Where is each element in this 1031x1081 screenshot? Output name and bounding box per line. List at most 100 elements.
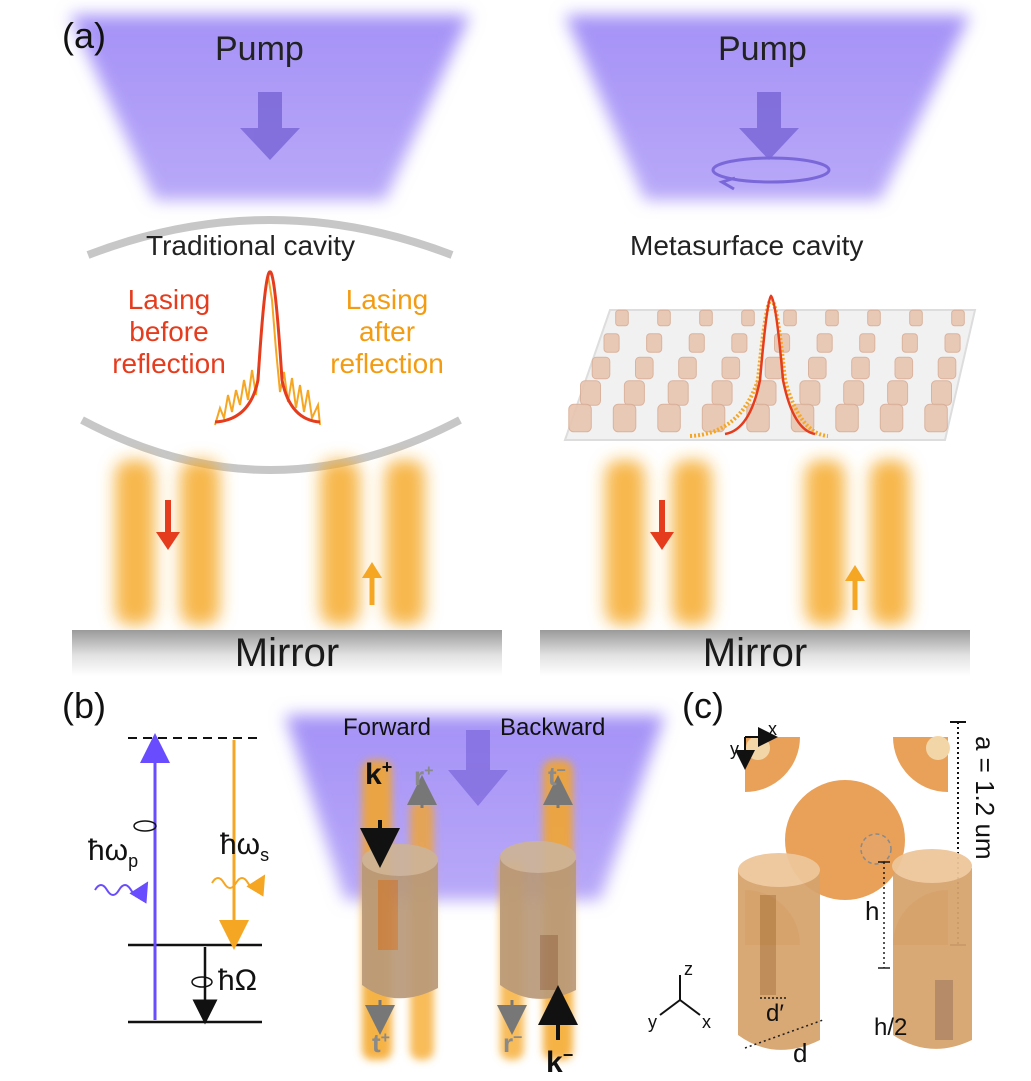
meta-atom-3d-right	[878, 849, 972, 1049]
metasurface-pillar	[731, 333, 748, 353]
lens-top	[86, 216, 454, 259]
metasurface-pillar	[721, 356, 741, 380]
metasurface-pillar	[657, 309, 671, 327]
lens-bottom	[80, 416, 462, 474]
metasurface-pillar	[615, 309, 629, 327]
metasurface-pillar	[688, 333, 705, 353]
panel-label-a: (a)	[62, 15, 106, 56]
metasurface-pillar	[701, 403, 726, 433]
metasurface-pillar	[867, 309, 881, 327]
d-prime-label: d′	[766, 1000, 784, 1027]
stokes-energy-label: ħωs	[220, 828, 270, 865]
axis-z-label: z	[684, 959, 693, 979]
mirror-left: Mirror	[72, 630, 502, 676]
t-plus-label: t+	[372, 1028, 391, 1058]
metasurface-pillar	[879, 403, 904, 433]
pump-spin-icon	[133, 820, 157, 832]
beams-right	[605, 460, 910, 625]
arrow-down-red-right-icon	[650, 500, 674, 550]
metasurface-pillar	[944, 333, 961, 353]
spectrum-right-red	[724, 294, 816, 436]
pump-wave-icon	[94, 881, 149, 904]
spectrum-right-orange	[689, 297, 829, 438]
lasing-before-label: Lasing before reflection	[112, 284, 226, 380]
spectrum-clean	[214, 270, 321, 424]
metasurface-pillar	[835, 403, 859, 433]
pump-label-right: Pump	[718, 30, 807, 68]
metasurface-pillar	[901, 333, 918, 353]
axis-y-label: y	[730, 739, 739, 759]
r-plus-label: r+	[414, 761, 434, 791]
meta-atom-forward	[362, 844, 438, 999]
axis-x-label: x	[768, 719, 777, 739]
metasurface-pillar	[825, 309, 839, 327]
metasurface-pillar	[623, 380, 645, 406]
center-hole	[860, 833, 892, 865]
k-minus-label: k−	[546, 1045, 574, 1079]
t-minus-label: t−	[548, 761, 567, 791]
metasurface-pillar	[741, 309, 755, 327]
traditional-cavity-label: Traditional cavity	[146, 230, 356, 261]
lasing-after-label: Lasing after reflection	[330, 284, 444, 380]
metasurface-pillar	[851, 356, 870, 380]
beams-left	[115, 460, 425, 625]
metasurface-pillar	[568, 403, 592, 433]
axes-xy-icon	[735, 727, 778, 770]
stokes-wave-icon	[211, 874, 266, 897]
backward-label: Backward	[500, 714, 606, 741]
pump-arrow-left-icon	[240, 92, 300, 160]
rotation-arrow-icon	[711, 156, 831, 191]
metasurface-pillar	[591, 356, 611, 380]
metasurface-pillars	[568, 309, 965, 433]
metasurface-pillar	[646, 333, 663, 353]
metasurface-pillar	[635, 356, 654, 380]
metasurface-pillar	[783, 309, 797, 327]
meta-atom-backward	[500, 841, 576, 999]
metasurface-pillar	[887, 380, 909, 406]
axes-xyz-icon	[659, 975, 701, 1016]
metasurface-pillar	[657, 403, 681, 433]
h-label: h	[865, 896, 880, 926]
d-label: d	[793, 1038, 808, 1068]
metasurface-pillar	[799, 380, 821, 406]
metasurface-pillar	[746, 403, 770, 433]
metasurface-pillar	[612, 403, 637, 433]
pump-energy-label: ħωp	[88, 834, 139, 871]
metasurface-pillar	[909, 309, 923, 327]
metasurface-pillar	[937, 356, 957, 380]
pump-arrow-right-icon	[739, 92, 799, 160]
panel-label-c: (c)	[682, 685, 724, 726]
forward-label: Forward	[343, 714, 432, 741]
arrow-up-orange-left-icon	[362, 562, 382, 605]
metasurface-pillar	[924, 403, 948, 433]
metasurface-pillar	[699, 309, 713, 327]
metasurface-pillar	[808, 356, 827, 380]
metasurface-pillar	[859, 333, 876, 353]
metasurface-pillar	[931, 380, 952, 406]
pump-label-left: Pump	[215, 30, 304, 68]
axis-y3d-label: y	[648, 1012, 657, 1032]
r-minus-label: r−	[503, 1028, 523, 1058]
period-label: a = 1.2 um	[970, 736, 1000, 860]
meta-atom-3d-left	[738, 853, 824, 1050]
metasurface-pillar	[711, 380, 733, 406]
phonon-spin-icon	[191, 976, 213, 988]
metasurface-pillar	[894, 356, 914, 380]
metasurface-pillar	[843, 380, 865, 406]
arrow-up-orange-right-icon	[845, 565, 865, 610]
k-plus-label: k+	[365, 757, 393, 791]
arrow-down-red-left-icon	[156, 500, 180, 550]
metasurface-pillar	[580, 380, 601, 406]
metasurface-pillar	[816, 333, 833, 353]
pump-arrow-b-icon	[448, 730, 508, 806]
metasurface-pillar	[678, 356, 697, 380]
panel-label-b: (b)	[62, 685, 106, 726]
metasurface-cavity-label: Metasurface cavity	[630, 230, 864, 261]
metasurface-pillar	[951, 309, 965, 327]
metasurface-pillar	[667, 380, 689, 406]
phonon-energy-label: ħΩ	[218, 964, 258, 997]
h-half-label: h/2	[874, 1014, 908, 1041]
metasurface-pillar	[603, 333, 620, 353]
